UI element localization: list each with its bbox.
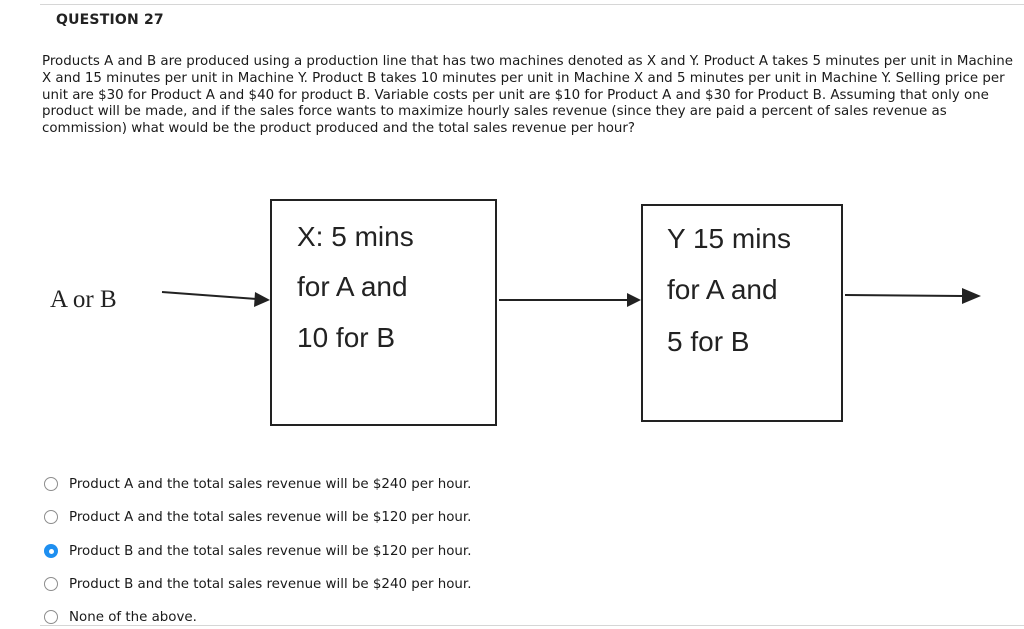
machine-x-line2: for A and [297,271,408,302]
diagram-arrows [161,288,981,307]
radio-button[interactable] [44,610,58,624]
radio-button[interactable] [44,577,58,591]
machine-y-line1: Y 15 mins [667,223,791,254]
arrow-y-output [844,288,981,304]
arrow-x-to-y [499,293,641,307]
option-label: Product A and the total sales revenue wi… [69,509,472,525]
bottom-divider [40,625,1024,626]
machine-x-box: X: 5 mins for A and 10 for B [270,199,497,426]
machine-y-line2: for A and [667,274,778,305]
arrow-input-to-x [161,291,270,307]
question-title: QUESTION 27 [56,12,164,28]
radio-button[interactable] [44,544,58,558]
machine-x-line1: X: 5 mins [297,221,414,252]
question-text: Products A and B are produced using a pr… [42,54,1013,137]
answer-option[interactable]: None of the above. [44,605,197,629]
machine-y-box: Y 15 mins for A and 5 for B [641,204,843,422]
answer-option[interactable]: Product B and the total sales revenue wi… [44,572,471,596]
machine-x-line3: 10 for B [297,322,396,353]
top-divider [40,4,1024,5]
input-product-label: A or B [50,286,117,313]
option-label: Product A and the total sales revenue wi… [69,476,472,492]
option-label: Product B and the total sales revenue wi… [69,543,472,559]
option-label: Product B and the total sales revenue wi… [69,576,472,592]
answer-option[interactable]: Product A and the total sales revenue wi… [44,505,471,529]
option-label: None of the above. [69,609,197,625]
radio-button[interactable] [44,510,58,524]
machine-y-line3: 5 for B [667,326,750,357]
answer-option[interactable]: Product A and the total sales revenue wi… [44,472,471,496]
production-line-diagram: A or B X: 5 mins for A and 10 for B Y 15… [0,195,1024,435]
radio-button[interactable] [44,477,58,491]
answer-option[interactable]: Product B and the total sales revenue wi… [44,539,471,563]
